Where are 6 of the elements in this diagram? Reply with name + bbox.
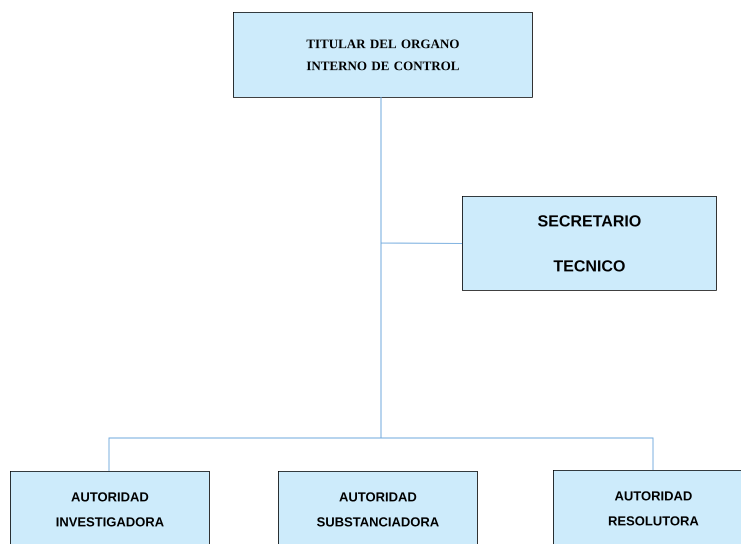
org-box: AUTORIDAD RESOLUTORA bbox=[553, 470, 741, 544]
org-box: AUTORIDAD SUBSTANCIADORA bbox=[278, 471, 478, 544]
connector-line bbox=[380, 96, 654, 470]
org-box: AUTORIDAD INVESTIGADORA bbox=[10, 471, 210, 544]
org-box: SECRETARIO TECNICO bbox=[462, 196, 717, 291]
org-box: TITULAR DEL ORGANO INTERNO DE CONTROL bbox=[233, 12, 533, 98]
